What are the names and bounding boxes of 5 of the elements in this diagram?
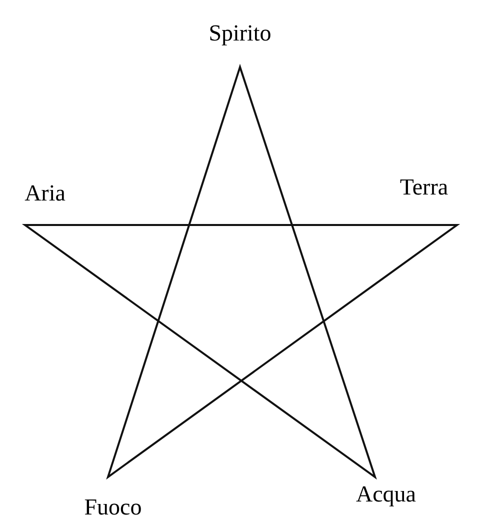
point-label: Terra (400, 176, 448, 198)
point-label: Aria (24, 182, 66, 204)
point-label: Fuoco (84, 496, 142, 518)
point-label: Acqua (356, 482, 416, 506)
point-label: Spirito (208, 22, 272, 44)
